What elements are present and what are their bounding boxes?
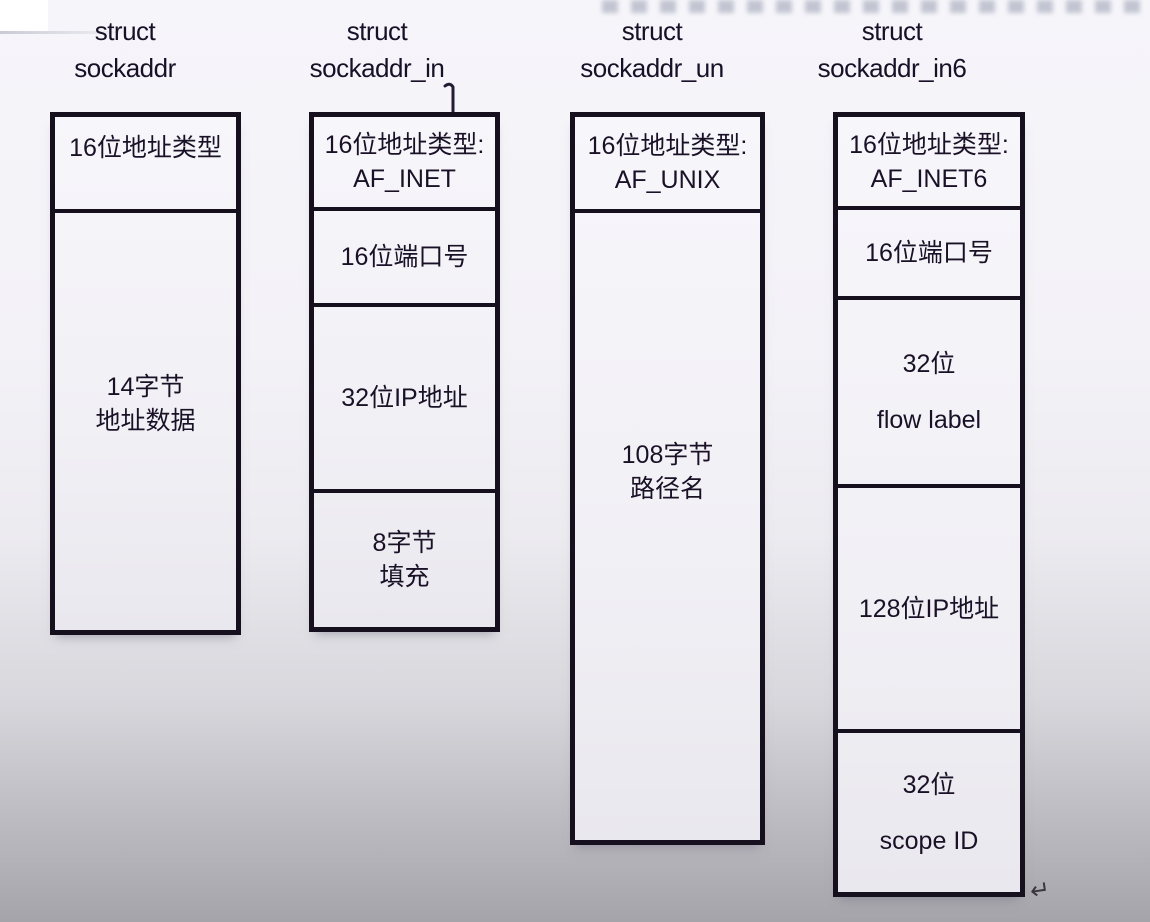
field-cell-pathname: 108字节 路径名 — [575, 213, 760, 840]
title-line: sockaddr_un — [580, 53, 724, 83]
field-label: 32位IP地址 — [341, 384, 468, 412]
field-label: AF_UNIX — [614, 166, 721, 194]
struct-box-sockaddr-in: 16位地址类型: AF_INET 16位端口号 32位IP地址 8字节 填充 — [309, 112, 500, 632]
field-label: AF_INET6 — [870, 164, 988, 193]
field-cell-port: 16位端口号 — [838, 210, 1020, 300]
field-cell-ip-address: 32位IP地址 — [314, 307, 495, 493]
top-left-white-patch — [0, 0, 48, 32]
field-cell-address-type: 16位地址类型 — [55, 117, 236, 213]
column-title-sockaddr-un: struct sockaddr_un — [522, 13, 782, 87]
field-cell-ip-address: 128位IP地址 — [838, 488, 1020, 733]
field-label: 32位 — [902, 770, 956, 799]
field-label: 16位端口号 — [865, 239, 993, 267]
field-cell-flow-label: 32位 flow label — [838, 300, 1020, 488]
field-label: 128位IP地址 — [858, 594, 1000, 623]
field-label: scope ID — [879, 826, 979, 855]
column-title-sockaddr-in6: struct sockaddr_in6 — [762, 13, 1022, 87]
field-label: 16位地址类型: — [587, 132, 748, 160]
return-arrow-icon: ↵ — [1028, 874, 1052, 906]
field-label: 16位地址类型: — [324, 131, 485, 159]
field-label: 地址数据 — [95, 406, 196, 435]
field-label: 14字节 — [106, 372, 185, 401]
field-cell-port: 16位端口号 — [314, 211, 495, 307]
struct-box-sockaddr-un: 16位地址类型: AF_UNIX 108字节 路径名 — [570, 112, 765, 845]
field-label: 16位地址类型 — [69, 134, 222, 162]
title-line: struct — [346, 16, 408, 46]
field-label: 路径名 — [629, 474, 705, 503]
field-label: 16位端口号 — [340, 243, 469, 271]
field-cell-address-type: 16位地址类型: AF_INET — [314, 117, 495, 211]
field-label: 108字节 — [621, 440, 714, 469]
column-title-sockaddr: struct sockaddr — [0, 13, 255, 87]
field-label: 8字节 — [372, 529, 437, 557]
title-line: struct — [861, 16, 923, 46]
field-label: 填充 — [379, 563, 430, 591]
field-cell-scope-id: 32位 scope ID — [838, 733, 1020, 892]
title-line: struct — [621, 16, 683, 46]
field-label: AF_INET — [353, 165, 456, 193]
top-left-divider-line — [0, 31, 138, 34]
field-label: flow label — [876, 406, 982, 434]
text-cursor-icon — [443, 82, 455, 116]
title-line: sockaddr_in — [309, 53, 445, 83]
title-line: struct — [94, 16, 156, 46]
struct-box-sockaddr-in6: 16位地址类型: AF_INET6 16位端口号 32位 flow label … — [833, 112, 1025, 897]
field-cell-address-type: 16位地址类型: AF_INET6 — [838, 117, 1020, 210]
title-line: sockaddr — [74, 53, 176, 83]
column-title-sockaddr-in: struct sockaddr_in — [247, 13, 507, 87]
field-cell-padding: 8字节 填充 — [314, 493, 495, 627]
cropped-top-text — [602, 0, 1150, 13]
field-label: 16位地址类型: — [849, 130, 1009, 159]
field-label: 32位 — [902, 350, 956, 378]
title-line: sockaddr_in6 — [817, 53, 967, 83]
struct-box-sockaddr: 16位地址类型 14字节 地址数据 — [50, 112, 241, 635]
field-cell-address-data: 14字节 地址数据 — [55, 213, 236, 630]
field-cell-address-type: 16位地址类型: AF_UNIX — [575, 117, 760, 213]
